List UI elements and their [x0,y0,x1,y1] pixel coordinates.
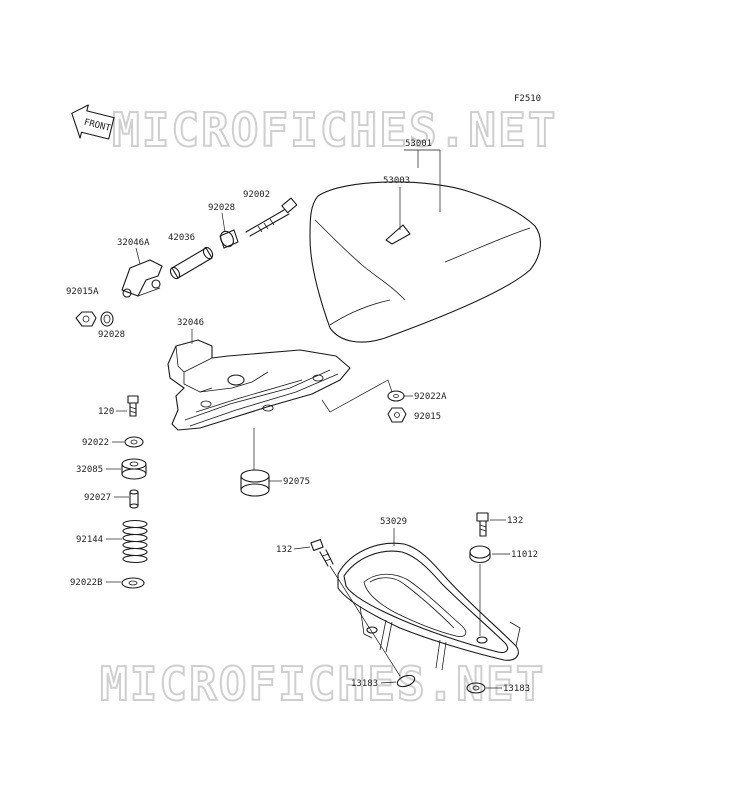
seat-base-32046-part [167,339,351,431]
watermark-bottom: MICROFICHES.NET [100,657,545,711]
callout-13183-left: 13183 [351,679,378,689]
washer-13183-right-part [466,682,486,694]
leader-13183-left [380,681,397,684]
watermark-top: MICROFICHES.NET [112,103,557,157]
pipe-42036-part [169,246,214,280]
carrier-rack-53029-part [337,542,521,671]
bolt-132-right-part [476,512,489,537]
callout-53029: 53029 [380,517,407,527]
callout-120: 120 [98,407,114,417]
leader-132-left [293,546,311,550]
figure-id: F2510 [514,94,541,104]
seat-part [309,181,541,343]
callout-92022A: 92022A [414,392,447,402]
collar-92028-part [219,229,239,249]
leader-base-to-grommet [321,379,393,413]
nut-92015A-part [75,311,97,327]
washer-13183-left-part [396,674,416,688]
leader-92028-upper [221,212,226,233]
damper-32085-part [121,458,147,480]
front-arrow-icon: FRONT [71,104,115,140]
callout-53001: 53001 [405,139,432,149]
leader-32046A [135,247,141,265]
callout-92002: 92002 [243,190,270,200]
callout-42036: 42036 [168,233,195,243]
cap-11012-part [469,545,491,564]
callout-132-left: 132 [276,545,292,555]
callout-11012: 11012 [511,550,538,560]
bolt-92002-part [245,197,298,237]
front-label: FRONT [83,118,112,134]
callout-32046A: 32046A [117,238,150,248]
callout-92022B: 92022B [70,578,103,588]
bolt-132-left-part [310,538,334,567]
bracket-32046A-part [121,259,163,298]
leader-53001 [404,149,441,212]
washer-92022B-part [121,577,145,589]
callout-32085: 32085 [76,465,103,475]
spring-92144-part [122,519,148,564]
callout-92015A: 92015A [66,287,99,297]
callout-92075: 92075 [283,477,310,487]
pin-92027-part [129,489,139,509]
stopper-92075-part [240,428,270,497]
collar-92028-lower-part [100,311,114,327]
callout-132-right: 132 [507,516,523,526]
callout-92028-upper: 92028 [208,203,235,213]
leader-132-left-to-rack [329,565,401,677]
callout-92015: 92015 [414,412,441,422]
nut-92015-part [387,407,407,423]
callout-92028-lower: 92028 [98,330,125,340]
callout-92022: 92022 [82,438,109,448]
callout-32046: 32046 [177,318,204,328]
seat-emblem [385,224,411,245]
callout-92027: 92027 [84,493,111,503]
callout-13183-right: 13183 [503,684,530,694]
grommet-92022A-part [387,390,405,402]
callout-92144: 92144 [76,535,103,545]
callout-53003: 53003 [383,176,410,186]
grommet-92022-part [124,436,144,448]
bolt-120-part [127,395,139,417]
